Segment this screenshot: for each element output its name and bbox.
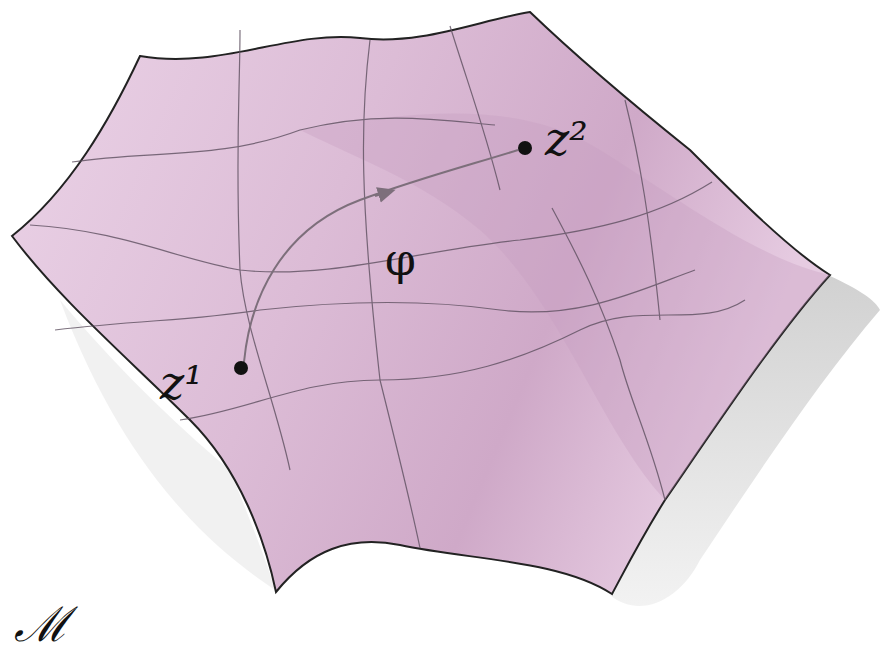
- surface-fold-shade: [300, 114, 830, 500]
- manifold-label: ℳ: [14, 600, 69, 648]
- point-dot: [234, 361, 248, 375]
- point-label: z²: [545, 116, 588, 162]
- point-dot: [518, 141, 532, 155]
- path-curve: [244, 150, 518, 362]
- point-label: z¹: [160, 360, 203, 406]
- coordinate-grid: [30, 26, 745, 548]
- manifold-surface: [12, 12, 830, 594]
- map-label: φ: [385, 238, 416, 282]
- path-arrowhead: [375, 192, 388, 196]
